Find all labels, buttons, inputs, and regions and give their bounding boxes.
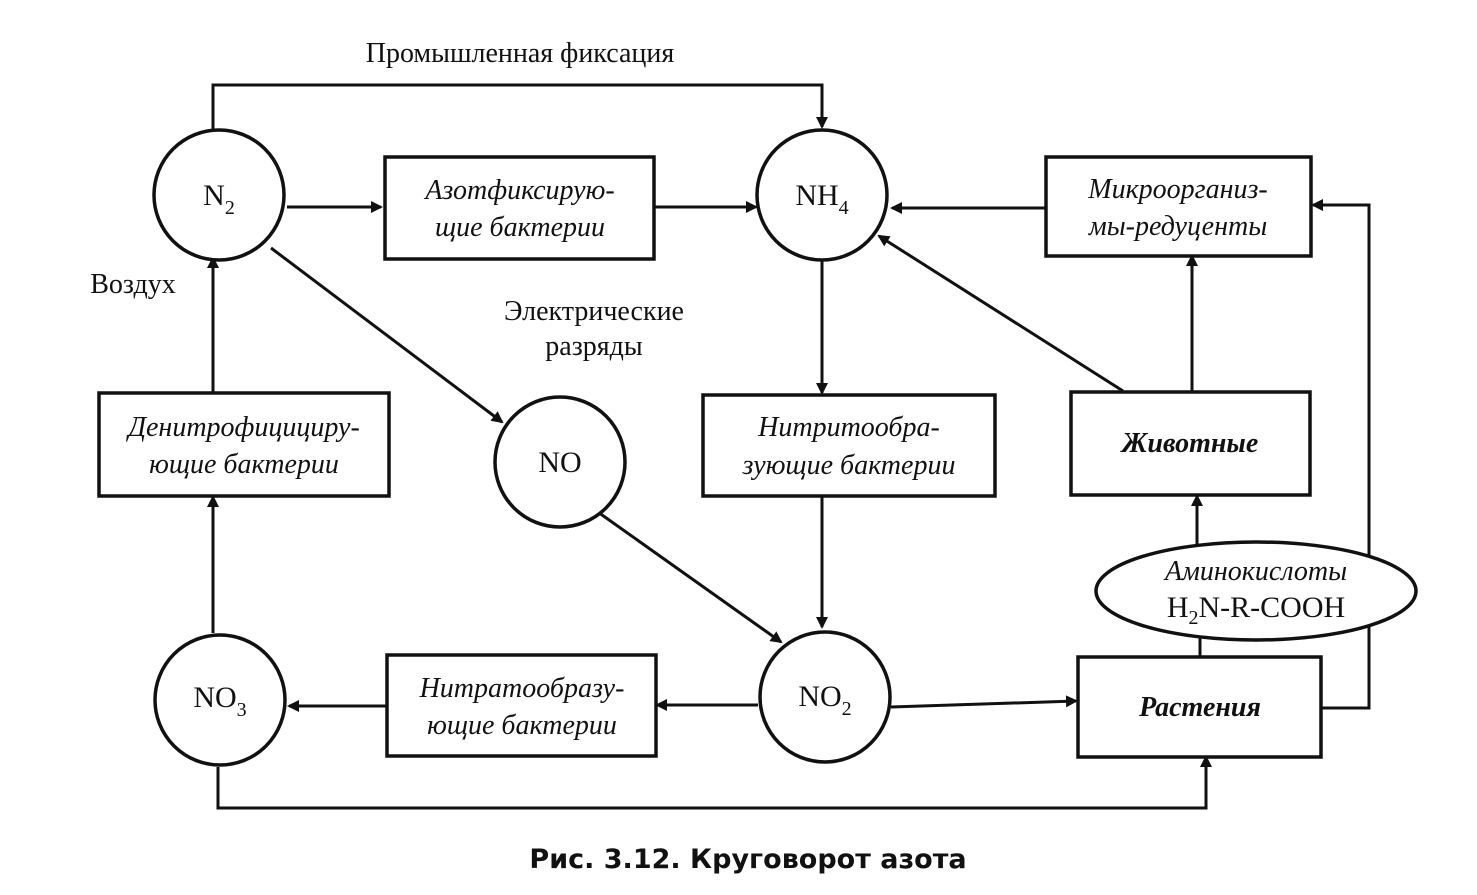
arrow-no3-to-plants	[216, 755, 1212, 810]
air-label: Воздух	[90, 269, 175, 300]
svg-text:NO3: NO3	[193, 681, 246, 721]
no2-symbol: NO	[798, 680, 841, 713]
amino-acids-formula: H2N-R-COOH	[1167, 591, 1345, 629]
arrow-n2-to-no	[270, 246, 504, 424]
no3-subscript: 3	[237, 699, 247, 721]
box-nitrite-forming-bacteria: Нитритообра- зующие бактерии	[701, 393, 997, 498]
n2-symbol: N	[203, 179, 225, 212]
denitrifying-line2: ющие бактерии	[149, 449, 339, 480]
arrow-industrial-fixation	[211, 83, 828, 130]
denitrifying-line1: Денитрофицициру-	[125, 412, 360, 443]
electric-discharges-label-line1: Электрические	[504, 296, 684, 327]
nitrate-forming-line1: Нитратообразу-	[419, 673, 625, 704]
nitrite-forming-line1: Нитритообра-	[757, 412, 940, 443]
svg-text:NO2: NO2	[798, 680, 851, 720]
no3-symbol: NO	[193, 681, 236, 714]
animals-label: Животные	[1120, 428, 1259, 459]
arrow-plants-to-reducers	[1311, 199, 1371, 710]
node-n2: N2	[152, 128, 286, 262]
ellipse-amino-acids: Аминокислоты H2N-R-COOH	[1094, 540, 1418, 642]
box-denitrifying-bacteria: Денитрофицициру- ющие бактерии	[97, 391, 391, 498]
nitrogen-fixing-line1: Азотфиксирую-	[423, 175, 614, 206]
box-plants: Растения	[1076, 655, 1323, 759]
nitrite-forming-line2: зующие бактерии	[742, 450, 956, 481]
reducers-line1: Микроорганиз-	[1087, 174, 1267, 205]
node-no: NO	[493, 395, 627, 529]
connectors	[207, 83, 1371, 810]
reducers-line2: мы-редуценты	[1088, 211, 1267, 242]
arrow-no-to-no2	[594, 508, 783, 644]
node-no3: NO3	[153, 633, 287, 767]
box-nitrogen-fixing-bacteria: Азотфиксирую- щие бактерии	[383, 155, 656, 261]
arrow-animals-to-nh4	[877, 234, 1124, 393]
box-animals: Животные	[1069, 390, 1312, 497]
nh4-subscript: 4	[839, 197, 849, 219]
svg-text:N2: N2	[203, 179, 235, 219]
arrow-no2-to-plants	[890, 695, 1078, 709]
no-symbol: NO	[538, 446, 581, 479]
amino-acids-title: Аминокислоты	[1163, 556, 1347, 587]
nh4-symbol: NH	[795, 179, 838, 212]
svg-text:NH4: NH4	[795, 179, 848, 219]
n2-subscript: 2	[225, 197, 235, 219]
figure-caption: Рис. 3.12. Круговорот азота	[529, 844, 966, 875]
electric-discharges-label-line2: разряды	[545, 331, 643, 362]
nitrogen-fixing-line2: щие бактерии	[435, 212, 605, 243]
node-nh4: NH4	[755, 128, 889, 262]
no2-subscript: 2	[842, 698, 852, 720]
industrial-fixation-label: Промышленная фиксация	[366, 38, 675, 69]
plants-label: Растения	[1138, 692, 1261, 723]
box-nitrate-forming-bacteria: Нитратообразу- ющие бактерии	[385, 653, 658, 758]
box-reducer-microorganisms: Микроорганиз- мы-редуценты	[1044, 155, 1313, 258]
node-no2: NO2	[758, 630, 892, 764]
nitrate-forming-line2: ющие бактерии	[427, 710, 617, 741]
